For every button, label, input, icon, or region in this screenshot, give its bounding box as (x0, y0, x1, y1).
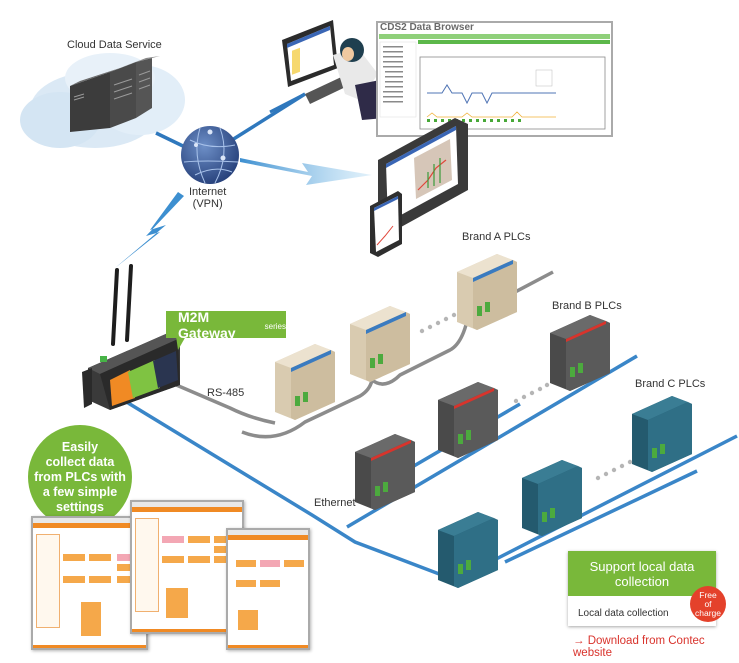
brand-c-label: Brand C PLCs (635, 378, 706, 390)
brand-a-plc (350, 306, 410, 382)
internet-label-line1: Internet (189, 186, 227, 198)
download-link[interactable]: → Download from Contec website (573, 635, 739, 659)
internet-globe-icon (181, 126, 239, 184)
easy-collect-badge: Easily collect data from PLCs with a few… (28, 425, 132, 529)
brand-b-label: Brand B PLCs (552, 300, 622, 312)
brand-c-plc (438, 512, 498, 588)
free-line2: of (704, 598, 712, 609)
free-line3: charge (695, 607, 721, 618)
brand-b-plc (550, 315, 610, 391)
local-box-subtext: Local data collection (578, 608, 669, 619)
m2m-gateway-device (82, 264, 180, 410)
more-devices-ellipsis (419, 312, 633, 481)
m2m-gateway-suffix: series (264, 322, 286, 331)
callout-pointer (176, 336, 186, 350)
m2m-gateway-callout: M2M Gateway series (166, 308, 286, 341)
easy-line: Easily (61, 439, 99, 454)
settings-window-screenshot (130, 500, 244, 634)
brand-c-plc (522, 460, 582, 536)
local-heading-line1: Support local data (589, 558, 695, 574)
local-box-heading: Support local data collection (568, 551, 716, 596)
easy-line: settings (56, 499, 104, 514)
easy-line: from PLCs with (34, 469, 126, 484)
free-of-charge-badge: Free of charge (690, 586, 726, 622)
server-rack-icon (70, 56, 160, 132)
brand-a-label: Brand A PLCs (462, 231, 531, 243)
cds2-data-browser-screenshot (376, 21, 613, 137)
smartphone-icon (370, 191, 402, 257)
easy-line: collect data (45, 454, 115, 469)
internet-label: Internet (VPN) (189, 186, 226, 210)
free-line1: Free (699, 589, 717, 600)
brand-c-plc (632, 396, 692, 472)
pc-link (269, 92, 306, 114)
local-data-collection-box: Support local data collection Local data… (568, 551, 716, 626)
local-heading-line2: collection (614, 573, 670, 589)
brand-b-plc (355, 434, 415, 510)
download-link-text[interactable]: Download from Contec website (573, 635, 705, 659)
ethernet-label: Ethernet (314, 497, 356, 509)
wireless-signal-icon (115, 192, 184, 268)
cloud-data-service-label: Cloud Data Service (67, 39, 162, 51)
rs485-label: RS-485 (207, 387, 245, 399)
wireless-signal-icon (240, 158, 372, 185)
m2m-gateway-title: M2M Gateway (178, 308, 236, 341)
internet-label-line2: (VPN) (192, 198, 223, 210)
brand-a-plc (457, 254, 517, 330)
pc-user-icon (282, 20, 385, 120)
cds2-title: CDS2 Data Browser (380, 22, 474, 33)
easy-line: a few simple (42, 484, 118, 499)
arrow-right-icon: → (573, 635, 585, 647)
brand-b-plc (438, 382, 498, 458)
brand-a-plc (275, 344, 335, 420)
settings-window-screenshot (226, 528, 310, 650)
